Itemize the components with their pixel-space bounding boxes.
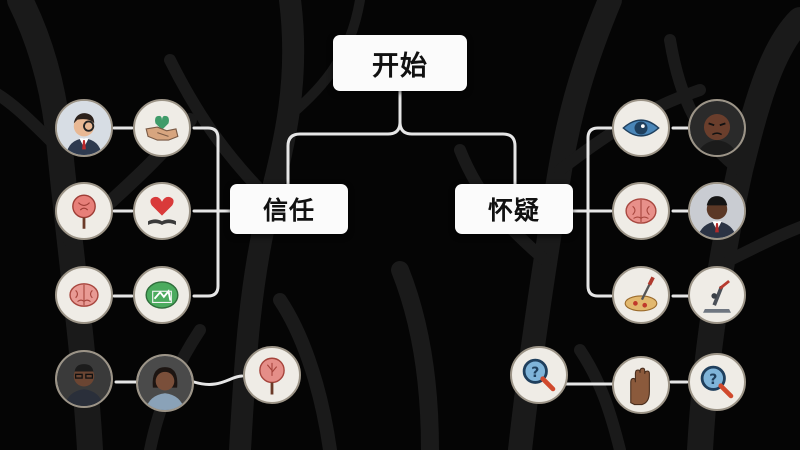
brain-icon xyxy=(612,182,670,240)
doubt-node-label: 怀疑 xyxy=(487,196,540,225)
trust-node-label: 信任 xyxy=(262,196,315,225)
svg-text:?: ? xyxy=(709,372,717,388)
start-node: 开始 xyxy=(333,35,467,91)
eye-icon xyxy=(612,99,670,157)
magnifier-question-icon: ? xyxy=(688,353,746,411)
trust-node: 信任 xyxy=(230,184,348,234)
raised-hand-icon xyxy=(612,356,670,414)
angry-man-icon xyxy=(688,99,746,157)
svg-text:?: ? xyxy=(531,365,539,381)
man-with-glasses-icon xyxy=(55,350,113,408)
start-node-label: 开始 xyxy=(372,50,428,82)
woman-portrait-icon xyxy=(136,354,194,412)
microscope-icon xyxy=(688,266,746,324)
heart-book-icon xyxy=(133,182,191,240)
doubt-node: 怀疑 xyxy=(455,184,573,234)
brain-icon xyxy=(55,266,113,324)
magnifier-question-icon: ? xyxy=(510,346,568,404)
man-in-suit-icon xyxy=(688,182,746,240)
green-brain-icon xyxy=(133,266,191,324)
tree-icon xyxy=(243,346,301,404)
man-with-monocle-icon xyxy=(55,99,113,157)
handshake-icon xyxy=(133,99,191,157)
brain-tree-icon xyxy=(55,182,113,240)
pizza-knife-icon xyxy=(612,266,670,324)
